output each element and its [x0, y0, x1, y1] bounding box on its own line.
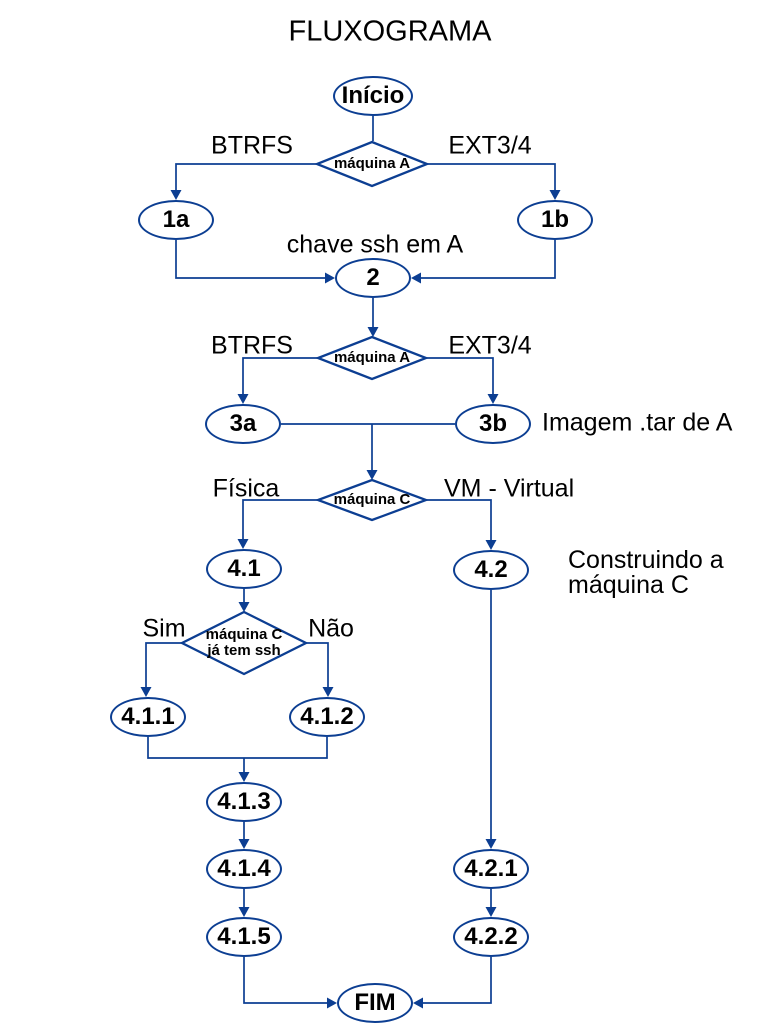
decision-d2-label: máquina A [333, 349, 411, 366]
branch-label-ext34-2: EXT3/4 [448, 331, 532, 360]
node-2: 2 [335, 258, 411, 298]
branch-label-btrfs-2: BTRFS [211, 331, 293, 360]
arrowhead-d4 [238, 602, 250, 612]
branch-label-fisica: Física [212, 474, 280, 503]
decision-d3-label: máquina C [333, 491, 411, 508]
decision-d2-shape [318, 337, 426, 379]
edge-422-fim [423, 957, 491, 1003]
edge-d1-1b [427, 164, 555, 190]
node-4-2: 4.2 [453, 550, 529, 590]
edge-1a-2 [176, 240, 325, 278]
node-4-1-4: 4.1.4 [206, 849, 282, 889]
arrowhead-415 [238, 907, 250, 917]
node-inicio: Início [333, 76, 413, 116]
arrowhead-3b [487, 394, 499, 404]
branch-label-ext34-1: EXT3/4 [448, 131, 532, 160]
branch-label-btrfs-1: BTRFS [211, 131, 293, 160]
edge-d4-411 [146, 643, 182, 687]
annotation-construindo: Construindo a máquina C [568, 548, 724, 598]
edge-415-fim [244, 957, 327, 1003]
decision-d4-shape [182, 612, 306, 674]
annotation-chave-ssh: chave ssh em A [286, 230, 464, 259]
node-4-1: 4.1 [206, 549, 282, 589]
arrowhead-412 [322, 687, 334, 697]
decision-d1-shape [317, 142, 427, 186]
node-1b: 1b [517, 200, 593, 240]
node-4-1-3: 4.1.3 [206, 782, 282, 822]
arrowhead-422 [485, 907, 497, 917]
node-3b: 3b [455, 404, 531, 444]
arrowhead-414 [238, 839, 250, 849]
arrowhead-413 [238, 772, 250, 782]
decision-d4-label-line1: máquina C [205, 626, 283, 643]
arrowhead-3a [237, 394, 249, 404]
annotation-imagem-tar: Imagem .tar de A [542, 408, 733, 437]
edge-d2-3b [426, 358, 493, 394]
arrowhead-fim-left [327, 997, 337, 1009]
edge-1b-2 [421, 240, 555, 278]
arrowhead-42 [485, 540, 497, 550]
page-title: FLUXOGRAMA [288, 15, 492, 48]
node-4-1-1: 4.1.1 [110, 697, 186, 737]
edge-411-412-merge [148, 737, 327, 758]
edge-d3-41 [243, 500, 318, 539]
arrowhead-2-right [411, 272, 421, 284]
annotation-construindo-line2: máquina C [568, 571, 689, 599]
edge-d4-412 [306, 643, 328, 687]
arrowhead-d3 [366, 470, 378, 480]
node-1a: 1a [138, 200, 214, 240]
node-3a: 3a [205, 404, 281, 444]
arrowhead-421 [485, 839, 497, 849]
node-4-1-5: 4.1.5 [206, 917, 282, 957]
decision-d1-label: máquina A [333, 155, 411, 172]
branch-label-sim: Sim [142, 614, 186, 643]
node-fim: FIM [337, 983, 413, 1023]
decision-d4-label-line2: já tem ssh [207, 642, 281, 659]
edge-d1-1a [176, 164, 317, 190]
branch-label-vm-virtual: VM - Virtual [444, 474, 575, 503]
branch-label-nao: Não [308, 614, 354, 643]
decision-d3-shape [318, 480, 426, 520]
arrowhead-d2 [367, 327, 379, 337]
arrowhead-411 [140, 687, 152, 697]
arrowhead-1b [549, 190, 561, 200]
node-4-2-2: 4.2.2 [453, 917, 529, 957]
decision-d4-label: máquina C já tem ssh [206, 627, 283, 659]
arrowhead-fim-right [413, 997, 423, 1009]
arrowhead-41 [237, 539, 249, 549]
annotation-construindo-line1: Construindo a [568, 546, 724, 574]
arrowhead-1a [170, 190, 182, 200]
node-4-2-1: 4.2.1 [453, 849, 529, 889]
arrowhead-2-left [325, 272, 335, 284]
edge-d3-42 [426, 500, 491, 540]
node-4-1-2: 4.1.2 [289, 697, 365, 737]
edge-d2-3a [243, 358, 318, 394]
